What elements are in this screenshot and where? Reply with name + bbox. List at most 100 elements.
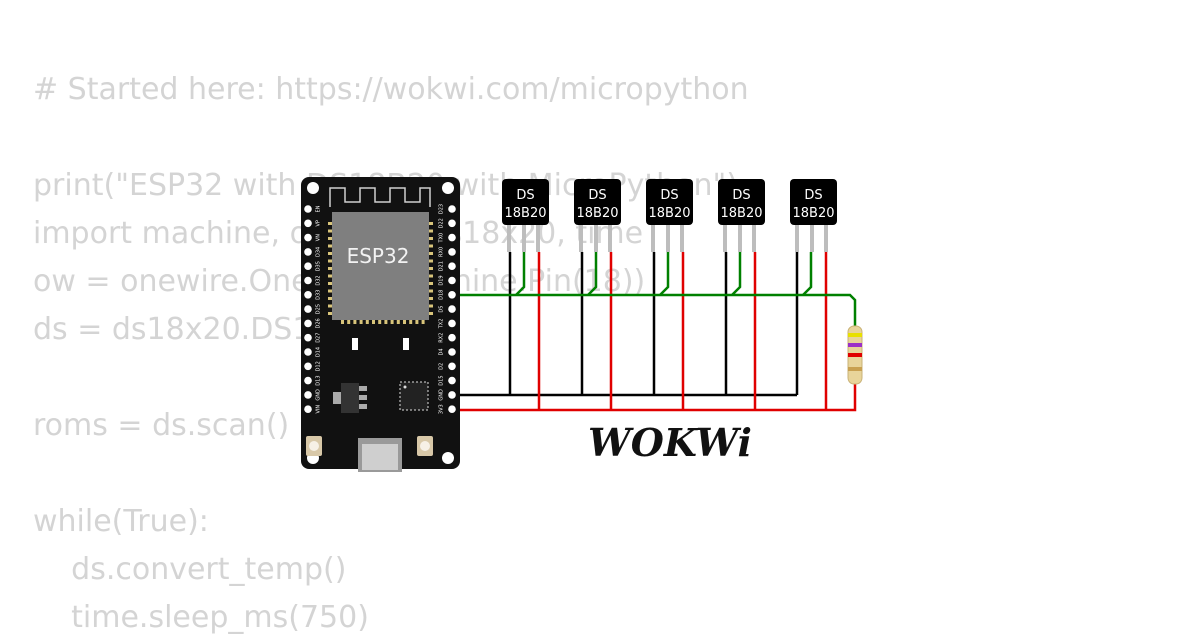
module-pad bbox=[429, 229, 433, 233]
regulator-tab bbox=[359, 404, 367, 409]
pullup-resistor[interactable] bbox=[847, 325, 863, 385]
resistor-band bbox=[848, 343, 862, 347]
module-pad bbox=[328, 229, 332, 233]
pin-d15[interactable] bbox=[448, 376, 456, 385]
module-pad bbox=[328, 304, 332, 308]
data-wire[interactable] bbox=[587, 252, 598, 296]
module-pad bbox=[429, 222, 433, 225]
mount-hole bbox=[442, 452, 454, 464]
pin-tx2[interactable] bbox=[448, 319, 456, 328]
module-pads bbox=[328, 222, 433, 324]
pin-d22[interactable] bbox=[448, 219, 456, 228]
sensor-label: 18B20 bbox=[576, 206, 618, 221]
pin-vn[interactable] bbox=[304, 233, 312, 242]
pin-en[interactable] bbox=[304, 205, 312, 213]
code-editor: # Started here: https://wokwi.com/microp… bbox=[33, 66, 749, 642]
code-line: roms = ds.scan() bbox=[33, 408, 290, 443]
ds18b20-sensor[interactable]: DS 18B20 bbox=[574, 179, 621, 252]
data-wire[interactable] bbox=[659, 252, 670, 296]
pin-label: D13 bbox=[316, 375, 322, 385]
data-wire[interactable] bbox=[802, 252, 813, 296]
pin-gnd[interactable] bbox=[304, 391, 312, 399]
pin-label: D34 bbox=[316, 247, 322, 257]
pin-d35[interactable] bbox=[304, 262, 312, 271]
pin-label: GND bbox=[439, 389, 445, 401]
sensor-body bbox=[574, 179, 621, 225]
module-pad bbox=[328, 252, 332, 255]
pin-rx0[interactable] bbox=[448, 248, 456, 256]
pin-label: D21 bbox=[439, 261, 445, 271]
sensor-leg bbox=[723, 224, 727, 252]
pin-d27[interactable] bbox=[304, 333, 312, 342]
pin-label: D15 bbox=[439, 375, 445, 385]
pin-label: D32 bbox=[316, 275, 322, 285]
pin-d25[interactable] bbox=[304, 305, 312, 313]
sensor-body bbox=[718, 179, 765, 225]
module-pad bbox=[409, 320, 413, 324]
module-pad bbox=[429, 237, 433, 240]
ds18b20-sensor[interactable]: DS 18B20 bbox=[790, 179, 837, 252]
module-pad bbox=[429, 297, 433, 300]
pin-d2[interactable] bbox=[448, 362, 456, 371]
module-pad bbox=[378, 320, 382, 324]
resistor-band bbox=[848, 367, 862, 371]
pin-d13[interactable] bbox=[304, 376, 312, 385]
pin-label: D27 bbox=[316, 333, 322, 343]
sensor-label: 18B20 bbox=[792, 206, 834, 221]
sensor-leg bbox=[795, 224, 799, 252]
pin-d32[interactable] bbox=[304, 276, 312, 285]
pin-gnd[interactable] bbox=[448, 391, 456, 399]
module-pad bbox=[328, 274, 332, 278]
pin-d34[interactable] bbox=[304, 248, 312, 256]
data-wire[interactable] bbox=[515, 252, 526, 296]
chip-dot bbox=[403, 385, 407, 389]
pin-d23[interactable] bbox=[448, 205, 456, 213]
pin-d14[interactable] bbox=[304, 348, 312, 356]
sensor-label: DS bbox=[804, 188, 822, 203]
pin-tx0[interactable] bbox=[448, 233, 456, 242]
pin-label: D26 bbox=[316, 318, 322, 328]
pin-d19[interactable] bbox=[448, 276, 456, 285]
boot-button-cap[interactable] bbox=[309, 441, 319, 451]
sensor-leg bbox=[824, 224, 828, 252]
data-wire[interactable] bbox=[731, 252, 742, 296]
module-pad bbox=[359, 320, 363, 324]
pin-d12[interactable] bbox=[304, 362, 312, 371]
chip-label: ESP32 bbox=[347, 244, 410, 268]
wires bbox=[452, 252, 857, 412]
pin-vin[interactable] bbox=[304, 405, 312, 414]
pin-label: D23 bbox=[439, 204, 445, 214]
sensor-body bbox=[502, 179, 549, 225]
pin-vp[interactable] bbox=[304, 219, 312, 228]
pin-label: D12 bbox=[316, 361, 322, 371]
module-pad bbox=[396, 320, 400, 324]
pin-3v3[interactable] bbox=[448, 405, 456, 414]
pin-d26[interactable] bbox=[304, 319, 312, 328]
sensor-label: DS bbox=[588, 188, 606, 203]
pin-d4[interactable] bbox=[448, 348, 456, 356]
left-pin-header: ENVPVND34D35D32D33D25D26D27D14D12D13GNDV… bbox=[304, 205, 322, 414]
regulator-tab bbox=[359, 386, 367, 391]
pin-d5[interactable] bbox=[448, 305, 456, 313]
pin-label: D19 bbox=[439, 275, 445, 285]
vcc-wire[interactable] bbox=[452, 382, 857, 412]
module-pad bbox=[328, 312, 332, 315]
pin-d18[interactable] bbox=[448, 291, 456, 299]
module-pad bbox=[347, 320, 351, 324]
module-pad bbox=[328, 222, 332, 225]
pin-rx2[interactable] bbox=[448, 333, 456, 342]
pin-label: RX0 bbox=[439, 247, 445, 257]
pin-d21[interactable] bbox=[448, 262, 456, 271]
sensor-leg bbox=[738, 224, 742, 252]
module-pad bbox=[353, 320, 357, 324]
en-button-cap[interactable] bbox=[420, 441, 430, 451]
sensor-leg bbox=[522, 224, 526, 252]
data-wire[interactable] bbox=[452, 293, 857, 328]
pin-d33[interactable] bbox=[304, 291, 312, 299]
esp32-board[interactable]: ESP32 ENVPVND34D35D32D33D25D26D27D14D12D… bbox=[301, 177, 460, 472]
